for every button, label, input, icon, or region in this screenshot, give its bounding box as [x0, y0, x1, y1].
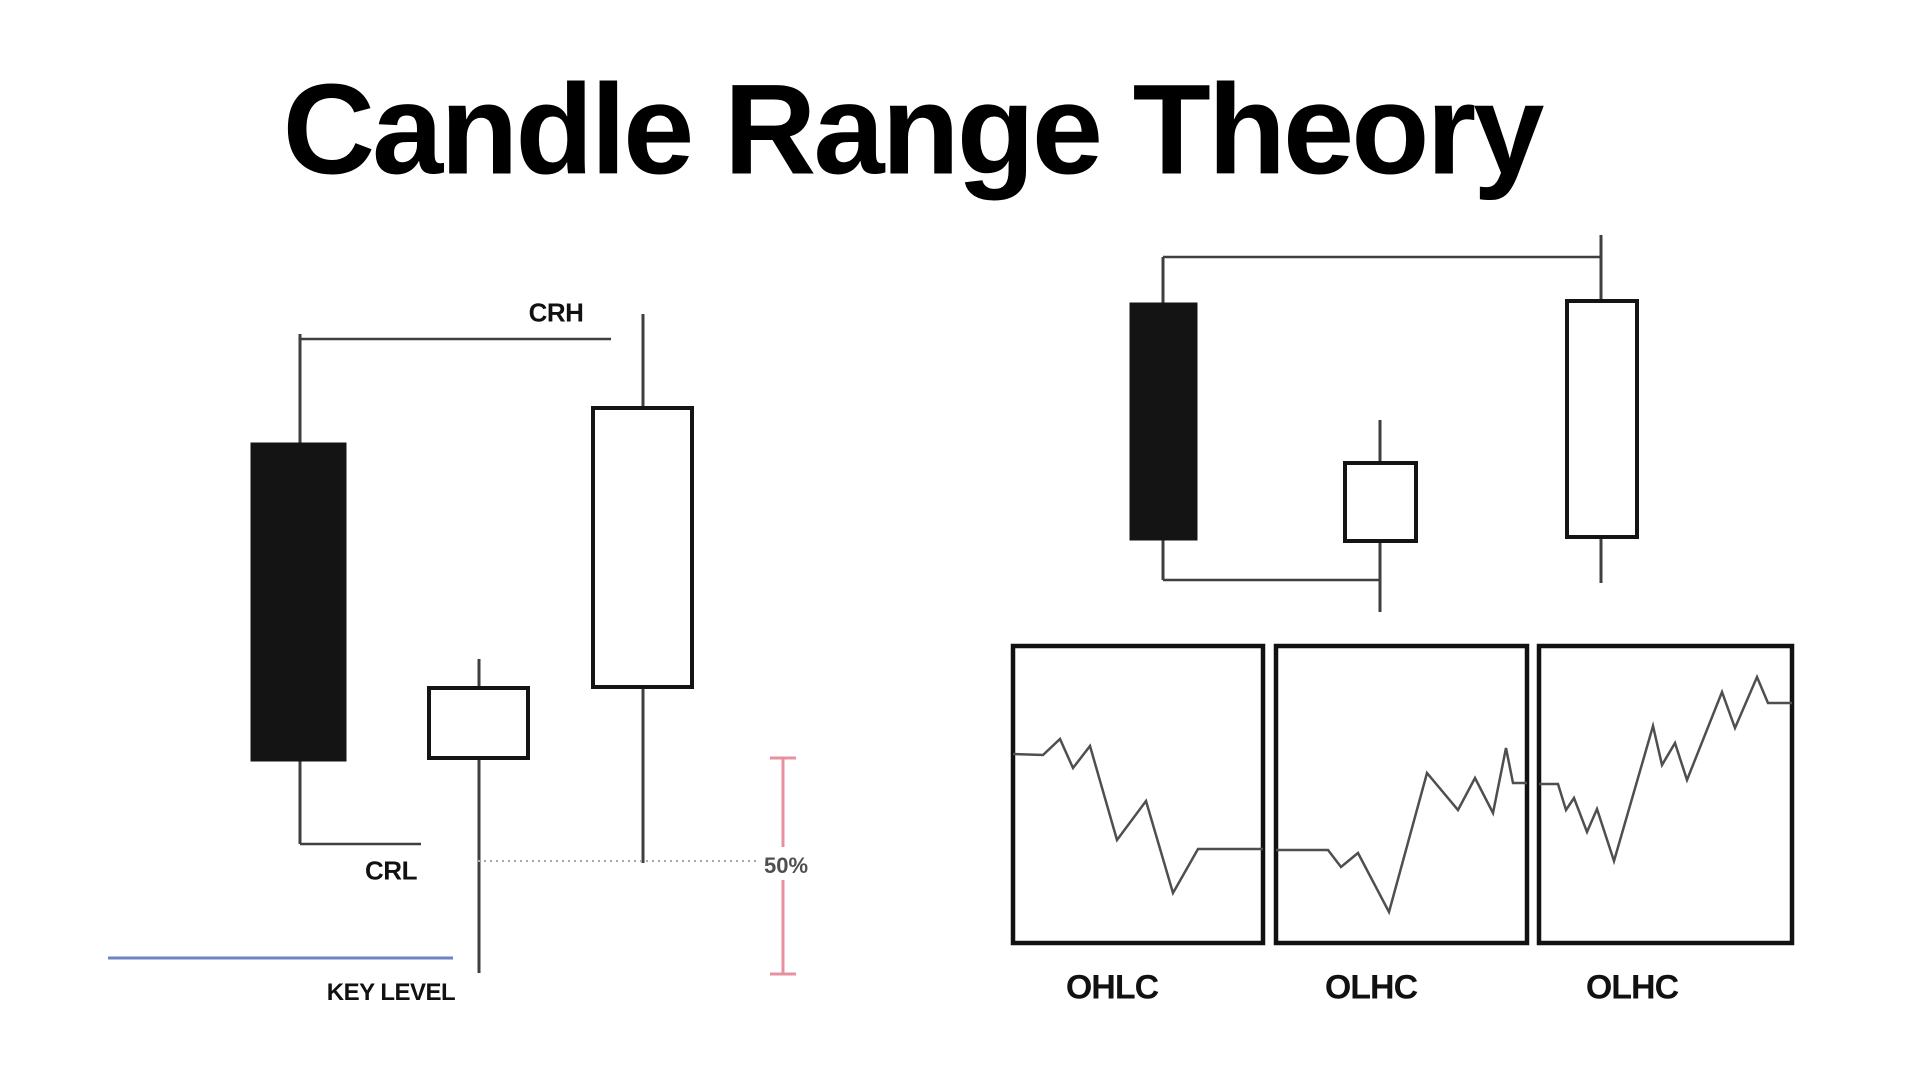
fifty-percent-label: 50% — [763, 853, 809, 878]
right-bearish-candle — [1129, 257, 1198, 580]
ohlc-panel-label: OHLC — [1065, 968, 1159, 1007]
fifty-percent-bracket — [770, 756, 796, 976]
candle-body — [591, 406, 694, 689]
candle-body — [1129, 302, 1198, 541]
ohlc-price-path — [1012, 736, 1263, 897]
candle-body — [1343, 461, 1418, 543]
left-bullish-candle — [591, 314, 694, 863]
olhc-panel-label-1: OLHC — [1324, 968, 1418, 1007]
olhc-price-path-1 — [1276, 747, 1527, 916]
crh-label: CRH — [528, 297, 584, 328]
left-bearish-candle — [250, 334, 347, 844]
candle-body — [1565, 299, 1639, 539]
key-level-label: KEY LEVEL — [326, 979, 456, 1006]
crl-label: CRL — [365, 855, 417, 886]
right-candle-range-diagram — [1010, 235, 1795, 946]
olhc-panel-label-2: OLHC — [1585, 968, 1679, 1007]
candle-body — [250, 442, 347, 762]
olhc-panel-box-2 — [1536, 643, 1795, 946]
right-bullish-candle — [1565, 235, 1639, 583]
olhc-price-path-2 — [1539, 673, 1792, 866]
left-inside-candle — [427, 659, 530, 973]
candle-body — [427, 686, 530, 760]
olhc-panel-box-1 — [1273, 643, 1530, 946]
left-candle-range-diagram — [108, 314, 796, 976]
page-title: Candle Range Theory — [282, 58, 1545, 202]
right-inside-candle — [1343, 420, 1418, 612]
ohlc-panel-box — [1010, 643, 1266, 946]
price-path-panels — [1010, 643, 1795, 946]
